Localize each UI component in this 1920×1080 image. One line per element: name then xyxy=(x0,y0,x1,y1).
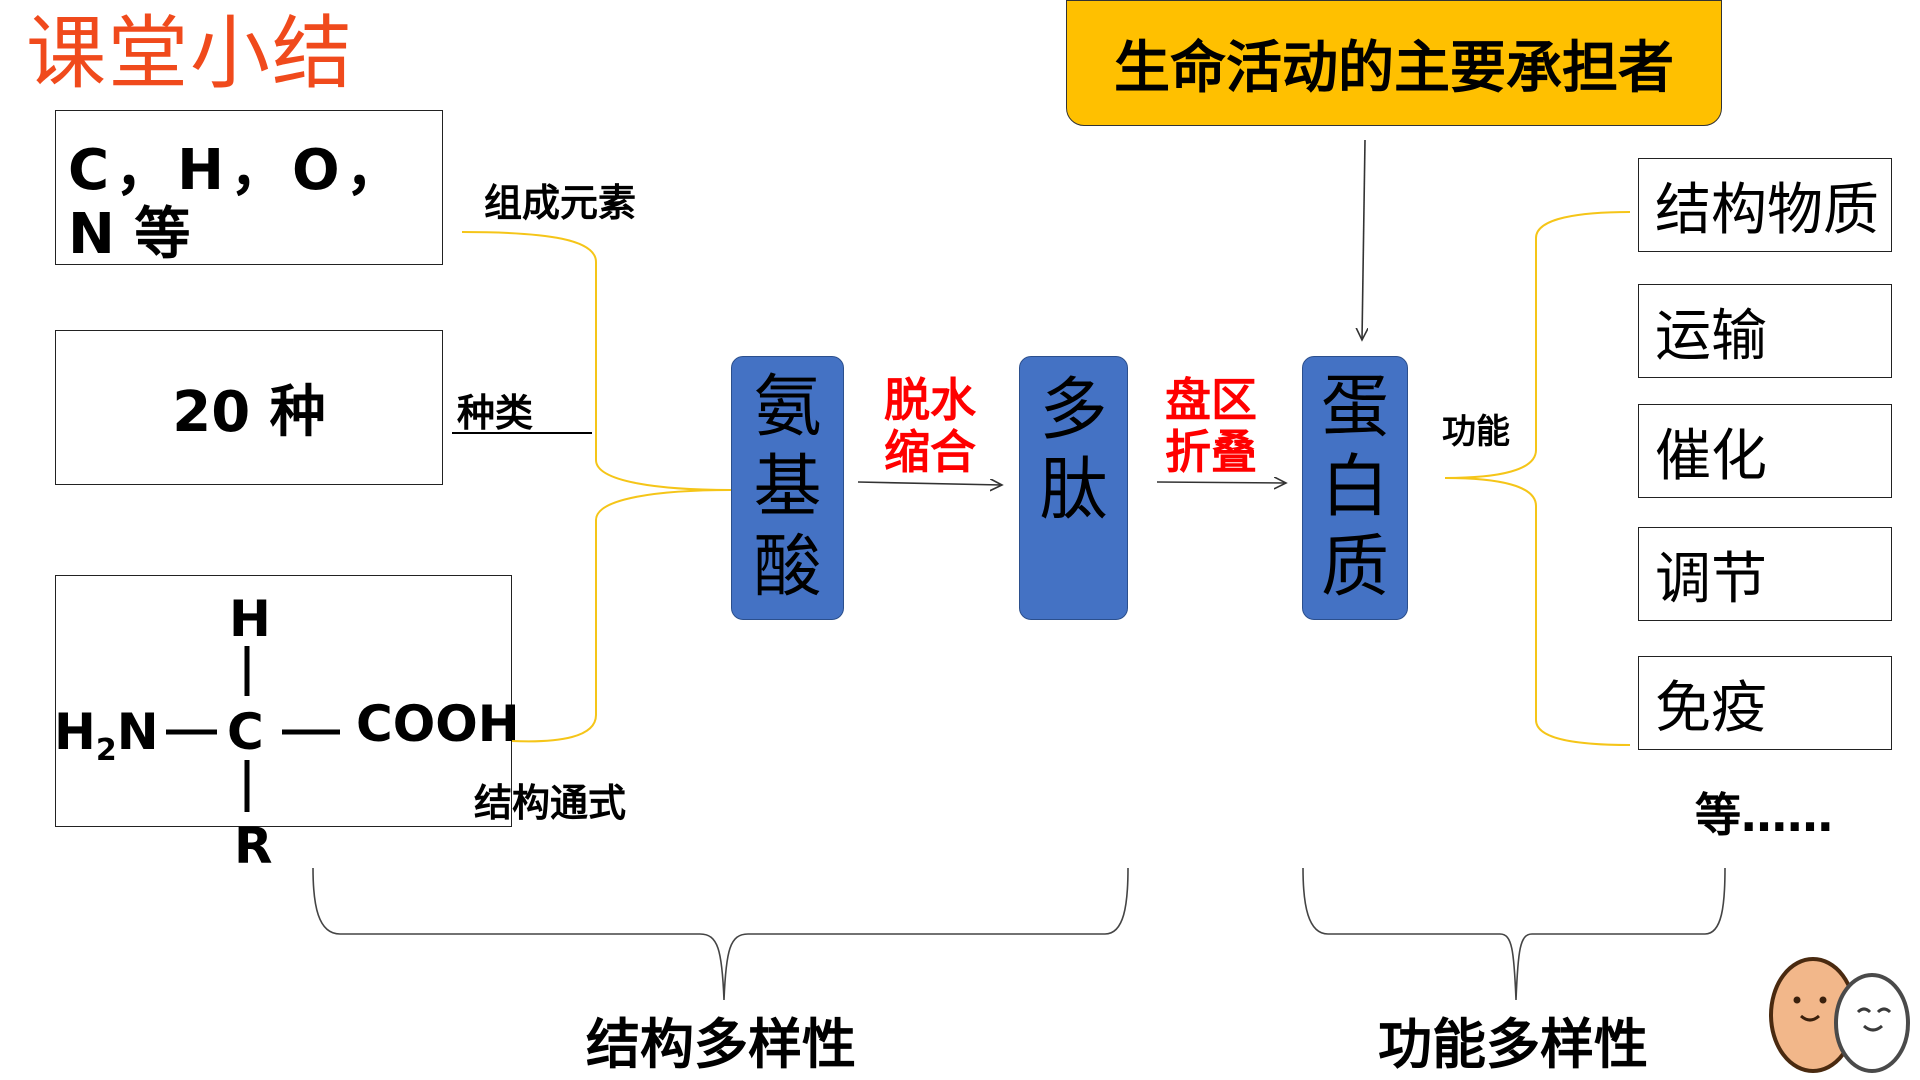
eggs-illustration xyxy=(1769,957,1910,1073)
formula-center-c: C xyxy=(227,703,264,761)
formula-box xyxy=(55,575,512,827)
formula-cooh: COOH xyxy=(356,695,520,753)
process-dehydration-line1: 脱水 xyxy=(884,373,976,427)
formula-top-h: H xyxy=(229,590,271,648)
function-item-transport: 运输 xyxy=(1638,284,1892,378)
elements-line2: N 等 xyxy=(68,202,191,267)
arrow-banner xyxy=(1362,139,1365,340)
bottom-brace-right xyxy=(1302,867,1726,1001)
kinds-box: 20 种 xyxy=(55,330,443,485)
functions-more: 等…… xyxy=(1695,788,1833,842)
left-brace-bottom xyxy=(511,489,732,743)
function-item-immunity: 免疫 xyxy=(1638,656,1892,750)
main-role-banner: 生命活动的主要承担者 xyxy=(1066,0,1722,126)
function-item-label: 调节 xyxy=(1655,546,1767,612)
left-brace-top xyxy=(461,231,732,491)
functional-diversity-label: 功能多样性 xyxy=(1378,1013,1648,1076)
function-item-structural: 结构物质 xyxy=(1638,158,1892,252)
function-label: 功能 xyxy=(1442,412,1510,452)
amino-acid-box: 氨 基 酸 xyxy=(731,356,844,620)
arrow-1 xyxy=(857,482,1002,485)
right-brace-bottom xyxy=(1444,477,1631,746)
page-title: 课堂小结 xyxy=(26,7,354,100)
polypeptide-char-2: 肽 xyxy=(1039,451,1108,530)
amino-acid-char-3: 酸 xyxy=(753,528,822,607)
bottom-brace-left xyxy=(312,867,1129,1001)
kinds-value: 20 种 xyxy=(172,380,326,445)
function-item-label: 结构物质 xyxy=(1655,177,1879,243)
process-dehydration-line2: 缩合 xyxy=(884,425,976,479)
structure-label: 结构通式 xyxy=(474,781,627,825)
formula-sub: 2 xyxy=(95,733,117,768)
formula-bottom-r: R xyxy=(234,817,273,875)
function-item-regulation: 调节 xyxy=(1638,527,1892,621)
process-dehydration: 脱水 缩合 xyxy=(884,374,976,478)
function-item-label: 运输 xyxy=(1655,303,1767,369)
kinds-label: 种类 xyxy=(457,391,534,435)
elements-line1: C，H，O， xyxy=(68,138,408,203)
polypeptide-char-1: 多 xyxy=(1039,371,1108,450)
protein-char-2: 白 xyxy=(1320,448,1389,527)
process-folding-line1: 盘区 xyxy=(1165,373,1257,427)
polypeptide-box: 多 肽 xyxy=(1019,356,1128,620)
elements-label: 组成元素 xyxy=(484,181,637,225)
protein-box: 蛋 白 质 xyxy=(1302,356,1408,620)
right-brace-top xyxy=(1444,211,1631,479)
process-folding-line2: 折叠 xyxy=(1165,425,1257,479)
amino-acid-char-2: 基 xyxy=(753,448,822,527)
structural-diversity-label: 结构多样性 xyxy=(586,1013,856,1076)
protein-char-1: 蛋 xyxy=(1320,368,1389,447)
function-item-catalysis: 催化 xyxy=(1638,404,1892,498)
elements-box: C，H，O， N 等 xyxy=(55,110,443,267)
formula-h2n: H2N xyxy=(54,707,159,766)
formula-h: H xyxy=(54,703,96,761)
main-role-text: 生命活动的主要承担者 xyxy=(1114,35,1674,101)
amino-acid-char-1: 氨 xyxy=(753,368,822,447)
protein-char-3: 质 xyxy=(1320,528,1389,607)
function-item-label: 催化 xyxy=(1655,423,1767,489)
formula-n: N xyxy=(116,703,159,761)
process-folding: 盘区 折叠 xyxy=(1165,374,1257,478)
function-item-label: 免疫 xyxy=(1655,675,1767,741)
arrow-2 xyxy=(1156,482,1286,483)
